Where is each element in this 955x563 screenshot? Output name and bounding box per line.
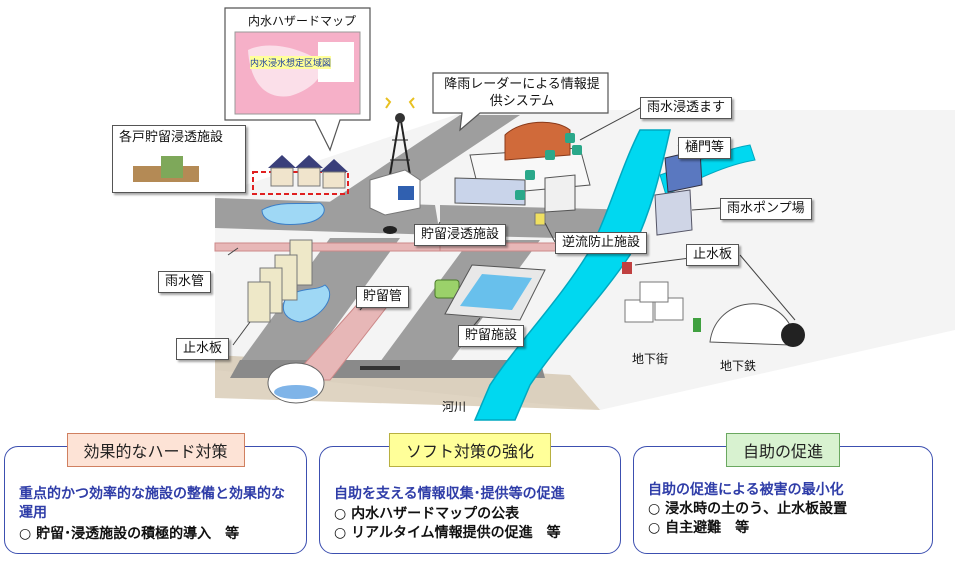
hazard-map-callout-label: 内水ハザードマップ (248, 14, 357, 28)
stop-plates (622, 262, 701, 332)
storage-facility-water (460, 274, 532, 310)
label-rain-pipe: 雨水管 (158, 271, 212, 293)
pump-station (654, 189, 693, 236)
label-storage-pipe: 貯留管 (356, 286, 410, 308)
apartment-buildings (247, 239, 313, 323)
label-pump-station: 雨水ポンプ場 (720, 198, 812, 220)
city-scene-drawing (214, 7, 955, 421)
panel-soft-measures: ソフト対策の強化 自助を支える情報収集･提供等の促進 ○ 内水ハザードマップの公… (319, 433, 621, 554)
house (295, 155, 323, 187)
panel-self-help: 自助の促進 自助の促進による被害の最小化 ○ 浸水時の土のう、止水板設置 ○ 自… (633, 433, 933, 554)
storage-area-boundary (252, 171, 349, 195)
underground-mall-blocks (624, 281, 684, 323)
panel-self-help-title: 自助の促進 (725, 433, 841, 467)
panel-soft-measures-title: ソフト対策の強化 (388, 433, 552, 467)
label-stop-plate-right: 止水板 (686, 244, 740, 266)
label-rain-infiltration-basin: 雨水浸透ます (640, 97, 733, 119)
radar-callout-label: 降雨レーダーによる情報提供システム (444, 77, 600, 109)
panel-self-help-heading: 自助の促進による被害の最小化 (648, 482, 844, 498)
panel-soft-measures-heading: 自助を支える情報収集･提供等の促進 (334, 486, 565, 502)
subway-entrance (781, 323, 805, 347)
glass-building (454, 177, 526, 206)
label-sluice-gate: 樋門等 (678, 137, 732, 159)
drain-grate (360, 366, 400, 370)
label-individual-storage: 各戸貯留浸透施設 (112, 125, 246, 193)
panel-soft-measures-item-2: ○ リアルタイム情報提供の促進 等 (334, 525, 561, 541)
label-underground-mall: 地下街 (632, 352, 669, 366)
hazard-map-title: 内水浸水想定区域図 (250, 56, 332, 69)
label-individual-storage-text: 各戸貯留浸透施設 (119, 130, 224, 145)
urban-flood-illustration: 内水ハザードマップ 内水浸水想定区域図 降雨レーダーによる情報提供システム 各戸… (112, 7, 955, 421)
hazard-map-callout-bubble (224, 7, 371, 152)
manhole (383, 226, 397, 234)
building-window (398, 186, 414, 200)
panel-soft-measures-item-1: ○ 内水ハザードマップの公表 (334, 506, 520, 522)
radar-tower (385, 97, 415, 176)
label-backflow-prevention: 逆流防止施設 (555, 232, 648, 254)
label-storage-infiltration-facility: 貯留浸透施設 (414, 224, 507, 246)
backflow-valve (534, 212, 546, 226)
panel-hard-measures-heading: 重点的かつ効率的な施設の整備と効果的な運用 (19, 486, 285, 521)
label-subway: 地下鉄 (720, 359, 757, 373)
control-building (369, 169, 421, 216)
rain-pipe (214, 242, 446, 252)
river-channel (473, 129, 671, 421)
radar-callout-bubble (432, 72, 609, 132)
panel-self-help-item-1: ○ 浸水時の土のう、止水板設置 (648, 501, 848, 517)
panel-hard-measures-title: 効果的なハード対策 (66, 433, 245, 467)
panel-hard-measures-item-1: ○ 貯留･浸透施設の積極的導入 等 (19, 526, 240, 542)
flood-water (261, 202, 325, 225)
storage-pipe-water (274, 385, 318, 399)
curved-building (504, 121, 571, 161)
house (268, 155, 296, 187)
infiltration-basins (515, 133, 582, 200)
panel-hard-measures: 効果的なハード対策 重点的かつ効率的な施設の整備と効果的な運用 ○ 貯留･浸透施… (4, 433, 307, 554)
label-stop-plate-left: 止水板 (176, 338, 230, 360)
label-river: 河川 (442, 400, 467, 414)
panel-self-help-item-2: ○ 自主避難 等 (648, 520, 750, 536)
office-building (544, 174, 576, 213)
house (320, 159, 348, 189)
label-storage-facility: 貯留施設 (458, 325, 525, 347)
storage-tank-illustration (133, 156, 199, 182)
